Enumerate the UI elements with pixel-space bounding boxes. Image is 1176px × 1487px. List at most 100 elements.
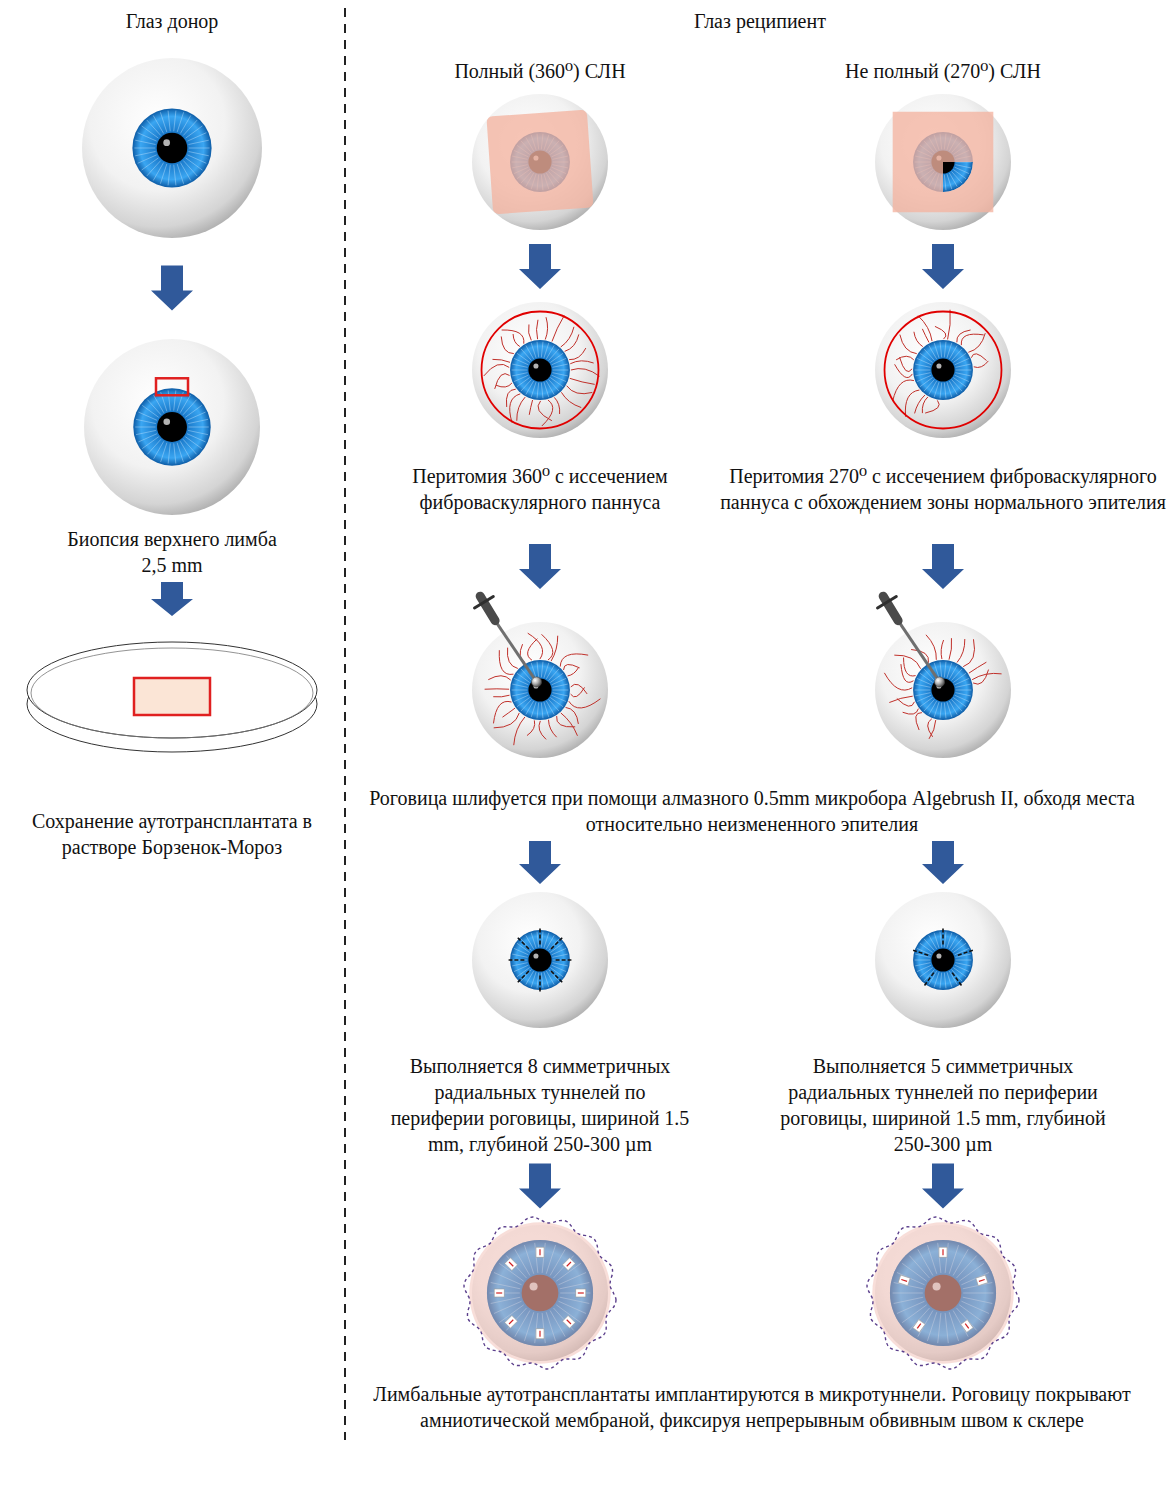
limbal-graft [536, 1329, 544, 1339]
blood-vessel [570, 378, 595, 384]
blood-vessel [928, 719, 933, 737]
blood-vessel [567, 386, 593, 394]
iris-fiber [955, 965, 969, 971]
limbal-graft [536, 1247, 544, 1257]
blood-vessel [514, 717, 525, 745]
pupil [528, 948, 551, 971]
iris-fiber [915, 693, 930, 696]
blood-vessel [545, 317, 547, 339]
column-heading: Глаз реципиент [600, 8, 920, 34]
petri-dish [27, 642, 317, 752]
dish-inner-rim [31, 648, 313, 738]
blood-vessel [506, 389, 515, 407]
iris-fiber [953, 377, 966, 386]
blood-vessel [538, 401, 552, 421]
graft-mark [979, 1279, 985, 1281]
pupil [931, 358, 954, 381]
flow-arrow [519, 1164, 561, 1209]
iris-fiber [949, 935, 957, 949]
iris-fiber [544, 972, 549, 987]
pannus [486, 110, 593, 215]
eye-drawing [875, 94, 1011, 230]
step-caption: Перитомия 270⁰ с иссечением фиброваскуля… [717, 463, 1169, 515]
iris-fiber [168, 443, 170, 463]
dish-rim [27, 642, 317, 738]
step-box: Полный (360⁰) СЛН [390, 58, 690, 235]
eye-drawing [875, 892, 1011, 1028]
eye-illustration [390, 888, 690, 1033]
iris-fiber [514, 375, 528, 381]
iris-fiber [185, 405, 201, 417]
iris-fiber [541, 703, 543, 719]
biopsy-site [156, 378, 188, 395]
tunnel-mark [551, 971, 562, 982]
blood-vessel [561, 392, 581, 407]
iris-fiber [512, 960, 528, 961]
blood-vessel [484, 364, 509, 376]
flow-arrow [151, 266, 193, 311]
blood-vessel [539, 721, 546, 739]
iris-fiber [953, 353, 966, 362]
blood-vessel [571, 684, 587, 694]
iris-fiber [512, 684, 527, 687]
graft-body [961, 1320, 973, 1333]
blood-vessel [915, 395, 925, 413]
iris-fiber [550, 697, 563, 706]
step-caption: Выполняется 8 симметричных радиальных ту… [390, 1053, 690, 1157]
step-box: Роговица шлифуется при помощи алмазного … [352, 618, 1152, 837]
iris-fiber [949, 665, 957, 679]
blood-vessel [957, 639, 965, 662]
iris-fiber [138, 155, 157, 163]
iris-fiber [917, 678, 931, 684]
iris-fiber [142, 437, 158, 449]
graft-mark [539, 1331, 540, 1337]
iris-fiber [944, 175, 946, 191]
sclera [84, 339, 260, 515]
eye-illustration [62, 335, 282, 520]
graft-body [562, 1258, 575, 1271]
blood-vessel [571, 687, 585, 696]
tunnel-mark [509, 959, 525, 961]
blood-vessel [957, 330, 971, 342]
pupil-highlight [163, 139, 170, 146]
blood-vessel [893, 380, 914, 401]
eye-drawing [472, 892, 608, 1028]
iris-fiber [512, 954, 527, 957]
iris-fiber [537, 703, 539, 719]
iris-fiber [180, 395, 190, 413]
bur-shaft [495, 621, 536, 682]
graft-body [576, 1289, 586, 1297]
graft-body [536, 1247, 544, 1257]
iris-fiber [552, 375, 566, 381]
iris-fiber [920, 673, 933, 682]
blood-vessel [884, 673, 912, 690]
blood-vessel [565, 334, 579, 351]
iris-fiber [187, 412, 206, 420]
iris-fiber [541, 932, 543, 948]
divider-line [344, 8, 346, 1440]
blood-vessel [900, 335, 917, 354]
iris-fiber [142, 158, 159, 170]
blood-vessel [935, 326, 946, 339]
eye-drawing [867, 1217, 1019, 1369]
iris-fiber [174, 390, 176, 410]
iris-fiber [552, 678, 566, 684]
iris-fiber [183, 161, 197, 176]
iris-fiber [934, 933, 939, 948]
iris-fiber [135, 427, 155, 428]
blood-vessel [570, 361, 593, 364]
step-box: Выполняется 5 симметричных радиальных ту… [768, 888, 1118, 1157]
blood-vessel [554, 397, 559, 414]
graft-mark [539, 1249, 540, 1255]
iris-fiber [955, 373, 970, 376]
blood-vessel [948, 310, 951, 340]
suture-line [464, 1217, 616, 1369]
flow-arrow [519, 244, 561, 289]
eye-illustration [352, 618, 1152, 763]
tunnel-mark [556, 959, 572, 961]
bur-tip [935, 677, 945, 687]
blood-vessel [528, 639, 538, 660]
tunnel-mark [518, 971, 529, 982]
iris-fiber [955, 375, 969, 381]
blood-vessel [971, 354, 986, 361]
